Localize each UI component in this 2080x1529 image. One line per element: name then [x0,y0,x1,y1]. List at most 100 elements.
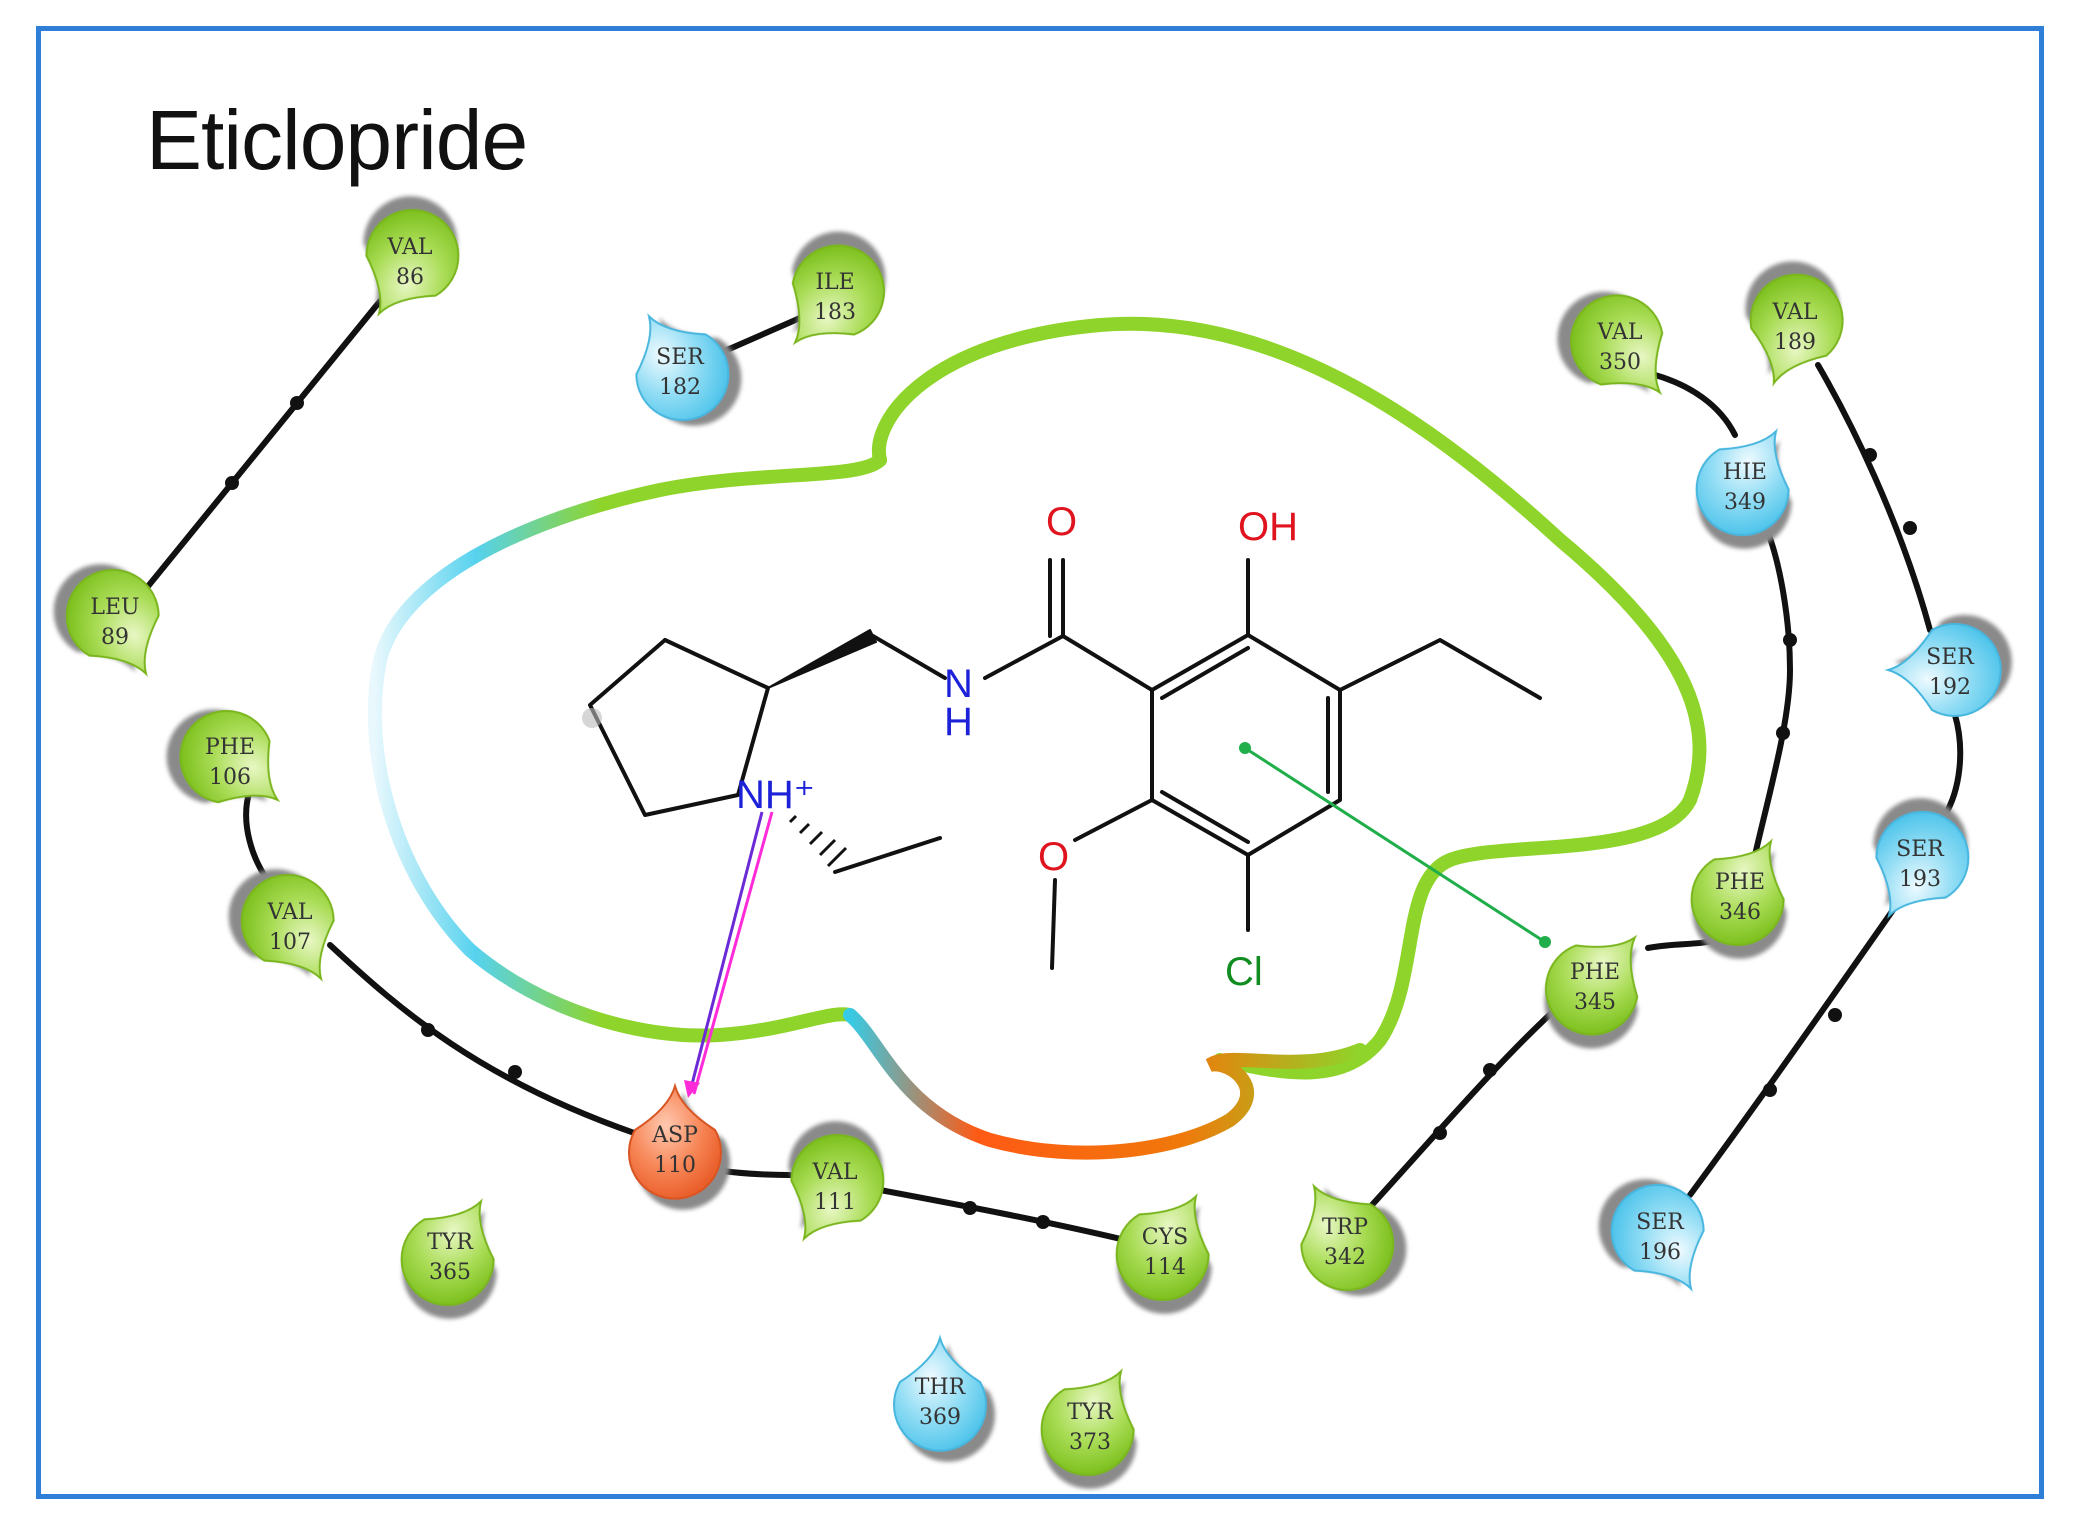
binding-pocket [367,316,1707,1160]
residue-name: ILE [815,270,854,295]
residue-val350: VAL 350 [1569,294,1664,396]
residue-number: 107 [269,930,311,955]
residue-drop [400,1198,495,1307]
residue-thr369: THR 369 [893,1334,987,1452]
atom-carbonyl-o: O [1046,500,1077,544]
residue-name: VAL [267,900,313,925]
pi-pi-stacking-line [1244,746,1546,944]
hbond-arrowhead [684,1080,700,1098]
atom-chlorine: Cl [1225,950,1263,994]
residue-drop [65,568,160,677]
residue-name: SER [1926,645,1975,670]
residue-drop [790,1133,885,1242]
residue-name: VAL [1597,320,1643,345]
residue-drop [1115,1193,1210,1302]
residue-ser192: SER 192 [1884,623,2002,717]
residue-number: 189 [1774,330,1816,355]
residue-val189: VAL 189 [1749,273,1844,387]
residue-number: 346 [1719,900,1761,925]
residue-name: VAL [387,235,433,260]
residue-drop [1690,838,1785,947]
residue-number: 182 [659,375,701,400]
residue-number: 196 [1639,1240,1681,1265]
residue-ser182: SER 182 [635,313,730,422]
residue-drop [635,313,730,422]
residue-name: LEU [90,595,139,620]
diagram-frame [36,26,2044,1499]
residue-leu89: LEU 89 [65,568,160,677]
residue-phe346: PHE 346 [1690,838,1785,947]
residue-drop [1569,294,1664,396]
residue-name: PHE [205,735,255,760]
residue-name: HIE [1723,460,1767,485]
residue-drop [240,873,335,982]
residue-number: 86 [396,265,424,290]
residue-drop [1695,428,1790,537]
hbond-line [692,811,774,1095]
residue-drop [1610,1183,1705,1292]
residue-tyr365: TYR 365 [400,1198,495,1307]
backbone-val107-asp110 [327,942,643,1138]
residue-drop [791,244,886,346]
salt-bridge-line [688,811,764,1093]
residue-drop [1749,273,1844,387]
atom-amide-h: H [944,700,973,744]
pi-pi-ring-center [1239,742,1251,754]
atom-amide-n: N [944,662,973,706]
residue-number: 192 [1929,675,1971,700]
residue-name: VAL [1772,300,1818,325]
residue-drop [1040,1368,1135,1477]
residue-drop [1544,934,1639,1036]
residue-layer: VAL86LEU89SER182ILE183PHE106VAL107ASP110… [65,208,2002,1477]
pi-pi-residue-end [1539,936,1551,948]
residue-drop [893,1334,987,1452]
residue-name: THR [915,1375,967,1400]
backbone-hie349-val350 [1652,372,1738,438]
pocket-green-edge [871,316,1707,1080]
backbone-ser193-ser196 [1687,897,1903,1198]
pocket-blue-edge [367,453,887,1043]
residue-name: SER [656,345,705,370]
residue-val86: VAL 86 [365,208,460,317]
residue-number: 365 [429,1260,471,1285]
residue-number: 183 [814,300,856,325]
diagram-title: Eticlopride [146,93,528,187]
backbone-val189-ser192 [1815,362,1933,633]
solvent-exposure-marker [582,708,602,728]
backbone-trp342-phe345 [1369,1002,1563,1208]
residue-name: TYR [1067,1400,1114,1425]
residue-name: CYS [1142,1225,1188,1250]
interactions [684,742,1551,1098]
residue-name: SER [1636,1210,1685,1235]
residue-number: 369 [919,1405,961,1430]
residue-number: 110 [654,1153,696,1178]
backbone-asp110-val111 [712,1167,803,1178]
residue-name: PHE [1715,870,1765,895]
backbone-phe106-val107 [243,787,278,893]
residue-name: TYR [427,1230,474,1255]
backbone-ser192-ser193 [1942,712,1964,818]
residue-number: 114 [1144,1255,1186,1280]
residue-drop [365,208,460,317]
backbone-val86-leu89 [142,292,388,593]
residue-number: 106 [209,765,251,790]
residue-number: 350 [1599,350,1641,375]
residue-cys114: CYS 114 [1115,1193,1210,1302]
residue-drop [1884,623,2002,717]
backbone-phe346-hie349 [1752,522,1794,858]
residue-name: ASP [651,1123,698,1148]
residue-val107: VAL 107 [240,873,335,982]
residue-number: 89 [101,625,129,650]
residue-name: TRP [1322,1215,1368,1240]
residue-drop [628,1082,722,1200]
residue-drop [179,709,281,804]
atom-hydroxyl: OH [1238,505,1298,549]
residue-asp110: ASP 110 [628,1082,722,1200]
